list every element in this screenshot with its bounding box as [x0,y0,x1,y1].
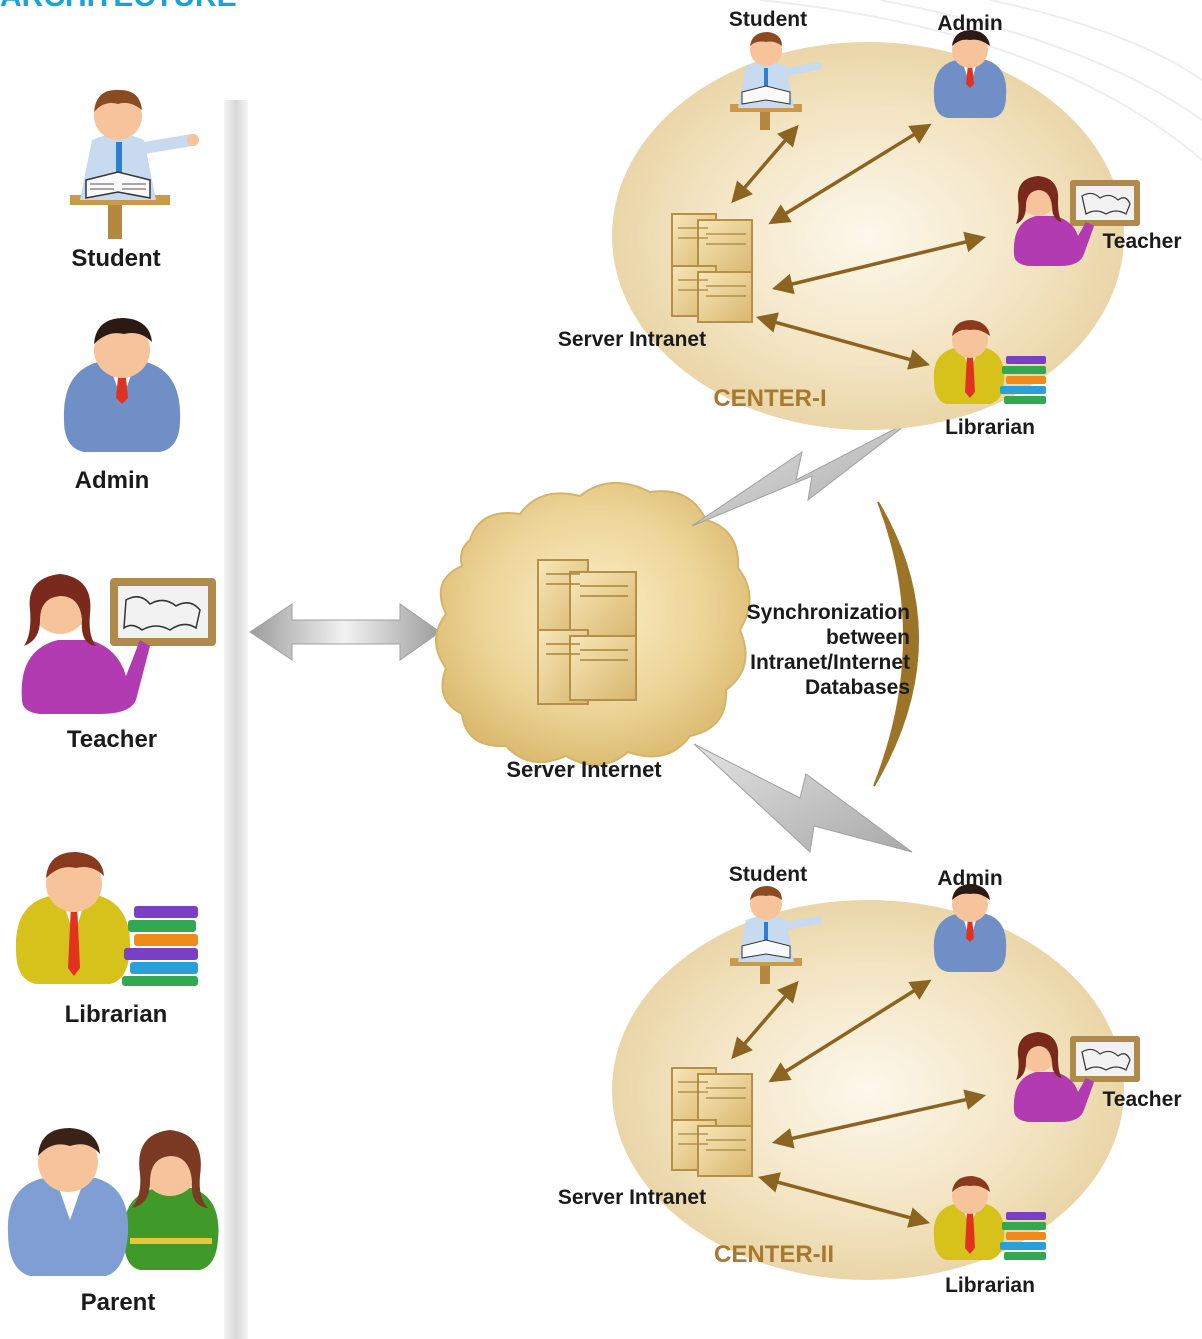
center-2-librarian-label: Librarian [945,1274,1035,1297]
sync-label-line-4: Databases [805,676,910,699]
left-role-label-teacher: Teacher [67,726,157,753]
center-2-name: CENTER-II [714,1241,834,1268]
center-1-student-label: Student [729,8,807,31]
lightning-bolt-bottom-icon [693,743,913,854]
center-1-librarian-label: Librarian [945,416,1035,439]
librarian-icon [15,852,198,986]
server-internet-label: Server Internet [506,757,662,782]
center-2-server-rack-icon [671,1067,753,1177]
sync-label-line-2: between [826,626,910,649]
page-title: ARCHITECTURE [0,0,237,13]
center-1-server-label: Server Intranet [558,328,706,351]
center-2-admin-icon [933,884,1007,972]
left-role-label-librarian: Librarian [65,1001,168,1028]
center-1-server-rack-icon [671,213,753,323]
center-2-connection-arrows [731,979,987,1228]
center-1-admin-icon [933,30,1007,118]
center-1-student-icon [730,32,822,130]
parent-icon [7,1128,219,1276]
sync-label-line-1: Synchronization [747,601,910,624]
center-1: Server Intranet CENTER-I Student [558,8,1182,439]
center-1-admin-label: Admin [937,12,1002,35]
center-2-server-label: Server Intranet [558,1186,706,1209]
lightning-bolt-top-icon [691,419,913,527]
center-1-teacher-icon [1013,176,1140,266]
admin-icon [63,318,181,452]
left-role-label-admin: Admin [75,467,150,494]
center-1-connection-arrows [731,123,987,370]
server-internet-rack-icon [537,559,637,705]
sync-label-line-3: Intranet/Internet [750,651,910,674]
left-role-label-parent: Parent [81,1289,156,1316]
double-arrow-icon [249,603,441,661]
center-2-teacher-label: Teacher [1103,1088,1182,1111]
center-2-teacher-icon [1013,1032,1140,1122]
center-1-teacher-label: Teacher [1103,230,1182,253]
center-2-student-icon [730,886,822,984]
center-2-admin-label: Admin [937,867,1002,890]
teacher-icon [21,574,216,714]
center-1-librarian-icon [933,320,1046,404]
divider-bar [224,100,248,1339]
background-arcs [759,0,1202,161]
center-1-name: CENTER-I [713,385,826,412]
left-role-label-student: Student [71,245,160,272]
center-2: Server Intranet CENTER-II Student Ad [558,863,1182,1297]
center-2-student-label: Student [729,863,807,886]
student-icon [70,89,199,239]
sync-arc [873,501,919,787]
center-2-librarian-icon [933,1176,1046,1260]
